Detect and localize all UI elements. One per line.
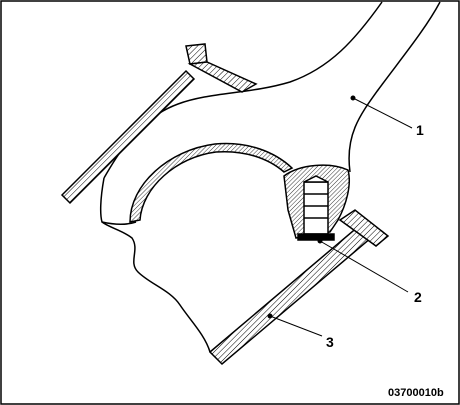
leader-3: [269, 315, 323, 337]
leader-3-dot: [267, 313, 273, 319]
lower-body: [101, 221, 211, 353]
leader-lines: [267, 95, 413, 337]
upper-rail: [60, 43, 258, 205]
leader-2-dot: [317, 238, 323, 244]
callout-2: 2: [414, 289, 422, 305]
callout-3: 3: [326, 334, 334, 350]
leader-2: [319, 240, 409, 293]
callout-1: 1: [416, 122, 424, 138]
leader-1-dot: [350, 95, 356, 101]
bearing-shell: [129, 142, 294, 223]
figure-id: 03700010b: [388, 387, 444, 399]
leader-1: [352, 97, 413, 129]
lower-rail: [208, 209, 390, 366]
clamp-block: [283, 164, 350, 241]
